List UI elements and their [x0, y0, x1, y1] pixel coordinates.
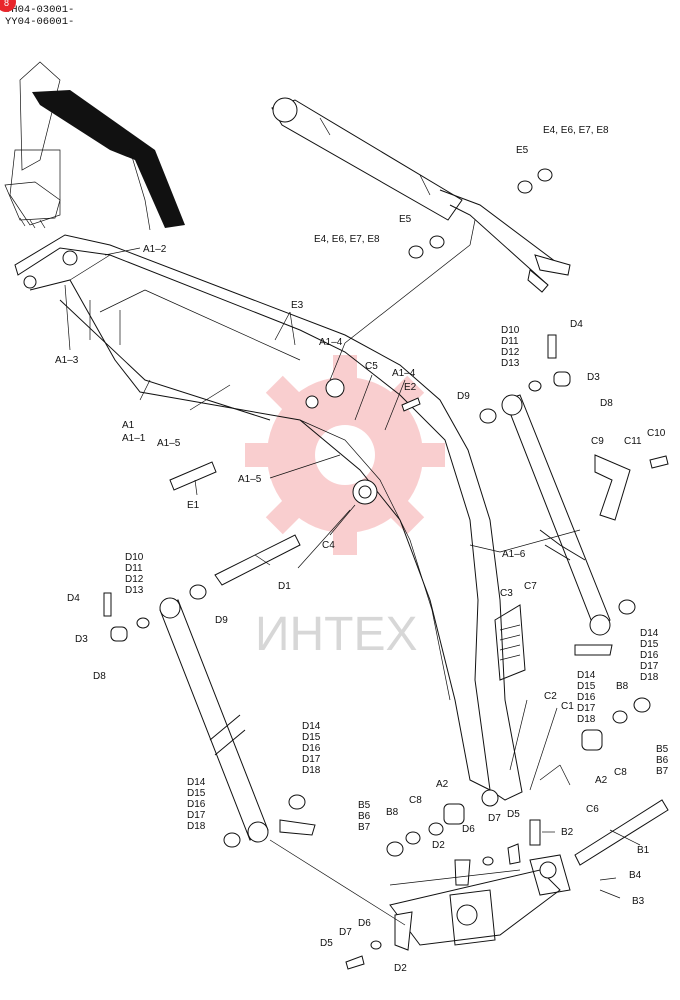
svg-text:8: 8 [4, 0, 9, 8]
label-e5a: E5 [516, 145, 529, 156]
label-d3a: D3 [587, 372, 600, 383]
label-c7: C7 [524, 581, 537, 592]
label-a1-5b: A1–5 [238, 474, 262, 485]
label-d2a: D2 [432, 840, 445, 851]
label-group-d10-b: D10 D11 D12 D13 [125, 552, 146, 596]
label-a1-5a: A1–5 [157, 438, 181, 449]
label-b8a: B8 [616, 681, 629, 692]
label-c8a: C8 [614, 767, 627, 778]
label-c10: C10 [647, 428, 666, 439]
arm-cylinder [271, 97, 571, 293]
label-b2: B2 [561, 827, 574, 838]
label-a1-3: A1–3 [55, 355, 79, 366]
model-code-2: YY04-06001- [5, 16, 75, 28]
label-b3: B3 [632, 896, 645, 907]
label-group-d14-b: D14 D15 D16 D17 D18 [577, 670, 598, 725]
watermark-gear-logo [245, 355, 445, 555]
label-group-d14-c: D14 D15 D16 D17 D18 [302, 721, 323, 776]
label-c6: C6 [586, 804, 599, 815]
label-b4: B4 [629, 870, 642, 881]
label-c2: C2 [544, 691, 557, 702]
washers [103, 168, 669, 970]
label-group-b5-a: B5 B6 B7 [656, 744, 671, 777]
label-group-d14-d: D14 D15 D16 D17 D18 [187, 777, 208, 832]
label-e-group-b: E4, E6, E7, E8 [314, 234, 380, 245]
label-d7a: D7 [488, 813, 501, 824]
label-d6b: D6 [358, 918, 371, 929]
label-group-b5-b: B5 B6 B7 [358, 800, 373, 833]
label-group-d10-a: D10 D11 D12 D13 [501, 325, 522, 369]
label-d8a: D8 [600, 398, 613, 409]
label-d1: D1 [278, 581, 291, 592]
label-c8b: C8 [409, 795, 422, 806]
label-b8b: B8 [386, 807, 399, 818]
excavator-thumbnail [4, 61, 185, 231]
label-e2: E2 [404, 382, 417, 393]
boom-body [14, 234, 526, 807]
watermark-text: ИНТЕХ [255, 608, 418, 661]
label-a1-4a: A1–4 [319, 337, 343, 348]
label-d4b: D4 [67, 593, 80, 604]
label-a1-1: A1–1 [122, 433, 146, 444]
bucket-cylinder-left [159, 597, 316, 843]
label-d4a: D4 [570, 319, 583, 330]
model-code-1: YH04-03001- [5, 4, 75, 16]
label-d7b: D7 [339, 927, 352, 938]
pins [169, 461, 669, 866]
label-d8b: D8 [93, 671, 106, 682]
label-c3: C3 [500, 588, 513, 599]
label-a1-4b: A1–4 [392, 368, 416, 379]
label-e3: E3 [291, 300, 304, 311]
label-c4: C4 [322, 540, 335, 551]
label-d2b: D2 [394, 963, 407, 974]
label-a2b: A2 [436, 779, 449, 790]
label-a1: A1 [122, 420, 135, 431]
label-d9a: D9 [457, 391, 470, 402]
label-d6a: D6 [462, 824, 475, 835]
label-a2a: A2 [595, 775, 608, 786]
label-e5b: E5 [399, 214, 412, 225]
bucket-cylinder-right [501, 394, 613, 656]
label-c11: C11 [624, 436, 642, 447]
label-d5b: D5 [320, 938, 333, 949]
label-c1: C1 [561, 701, 574, 712]
label-a1-6: A1–6 [502, 549, 526, 560]
base-bracket [389, 854, 571, 946]
label-e1: E1 [187, 500, 200, 511]
label-c9: C9 [591, 436, 604, 447]
label-c5: C5 [365, 361, 378, 372]
label-d3b: D3 [75, 634, 88, 645]
label-b1: B1 [637, 845, 650, 856]
corner-badge: 8 [0, 0, 16, 12]
label-group-d14-a: D14 D15 D16 D17 D18 [640, 628, 661, 683]
label-e-group-a: E4, E6, E7, E8 [543, 125, 609, 136]
part-labels: A1–2 A1–3 A1 A1–1 A1–5 A1–5 A1–4 A1–4 A1… [55, 125, 671, 974]
label-a1-2: A1–2 [143, 244, 167, 255]
label-d5a: D5 [507, 809, 520, 820]
label-d9b: D9 [215, 615, 228, 626]
leader-lines [64, 219, 641, 926]
